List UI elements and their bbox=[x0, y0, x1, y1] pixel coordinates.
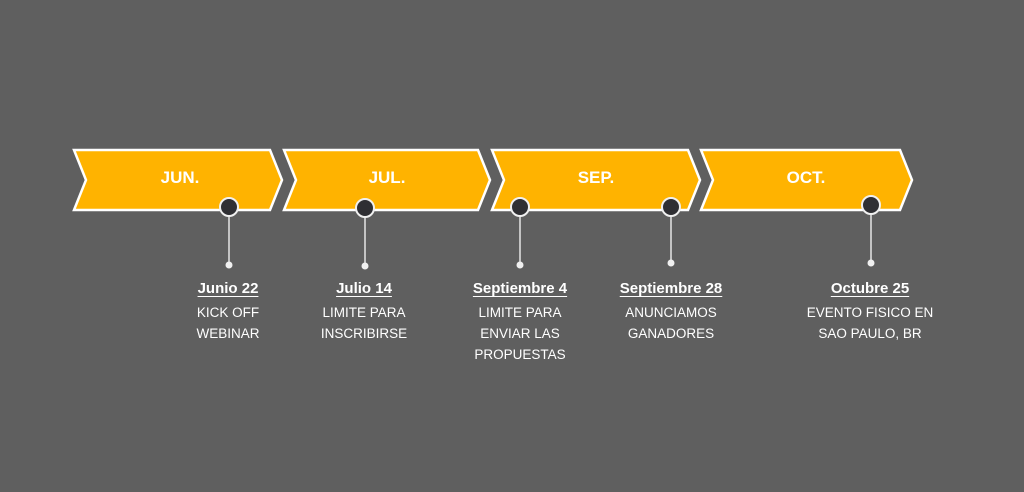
month-label: JUN. bbox=[160, 168, 200, 187]
milestone-dot bbox=[510, 197, 530, 217]
event-octubre-25: Octubre 25 EVENTO FISICO EN SAO PAULO, B… bbox=[785, 279, 955, 344]
event-description: ANUNCIAMOS GANADORES bbox=[625, 305, 717, 341]
event-septiembre-4: Septiembre 4 LIMITE PARA ENVIAR LAS PROP… bbox=[445, 279, 595, 365]
event-date: Octubre 25 bbox=[830, 280, 910, 297]
month-label: SEP. bbox=[577, 168, 615, 187]
event-description: LIMITE PARA INSCRIBIRSE bbox=[320, 305, 408, 341]
chevron-jul bbox=[282, 148, 492, 212]
end-dot bbox=[867, 259, 875, 267]
event-date: Septiembre 4 bbox=[472, 280, 568, 297]
month-label: JUL. bbox=[368, 168, 406, 187]
event-date: Junio 22 bbox=[197, 280, 259, 297]
event-description: LIMITE PARA ENVIAR LAS PROPUESTAS bbox=[474, 305, 566, 362]
milestone-dot bbox=[219, 197, 239, 217]
event-septiembre-28: Septiembre 28 ANUNCIAMOS GANADORES bbox=[596, 279, 746, 344]
end-dot bbox=[667, 259, 675, 267]
end-dot bbox=[225, 261, 233, 269]
milestone-dot bbox=[355, 198, 375, 218]
event-description: KICK OFF WEBINAR bbox=[196, 305, 260, 341]
event-description: EVENTO FISICO EN SAO PAULO, BR bbox=[806, 305, 934, 341]
event-junio-22: Junio 22 KICK OFF WEBINAR bbox=[153, 279, 303, 344]
event-date: Julio 14 bbox=[336, 280, 392, 297]
chevron-jun bbox=[72, 148, 284, 212]
chevron-oct bbox=[699, 148, 914, 212]
end-dot bbox=[361, 262, 369, 270]
milestone-dot bbox=[861, 195, 881, 215]
month-label: OCT. bbox=[786, 168, 826, 187]
event-date: Septiembre 28 bbox=[619, 280, 723, 297]
event-julio-14: Julio 14 LIMITE PARA INSCRIBIRSE bbox=[289, 279, 439, 344]
end-dot bbox=[516, 261, 524, 269]
milestone-dot bbox=[661, 197, 681, 217]
chevron-sep bbox=[490, 148, 702, 212]
